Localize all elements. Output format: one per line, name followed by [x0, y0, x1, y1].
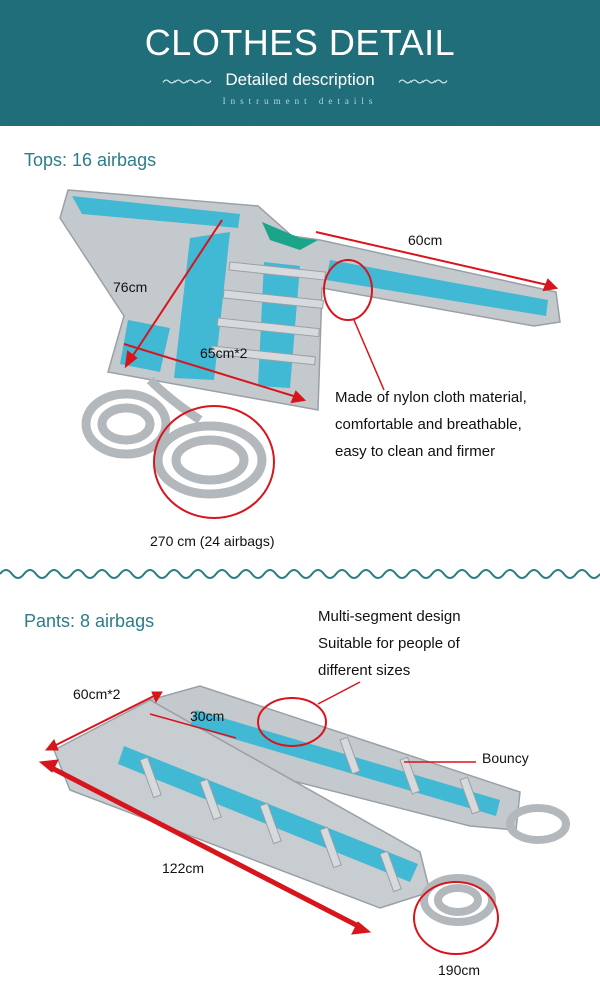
tops-material-note: Made of nylon cloth material, comfortabl… — [335, 384, 527, 465]
pants-length-label: 122cm — [162, 860, 205, 876]
note-line: different sizes — [318, 662, 411, 679]
pants-bouncy-label: Bouncy — [482, 750, 529, 766]
pants-segment-label: 30cm — [190, 708, 225, 724]
note-line: Multi-segment design — [318, 608, 461, 625]
tops-section-title: Tops: 16 airbags — [24, 150, 157, 170]
pants-section-title: Pants: 8 airbags — [24, 611, 155, 631]
tops-length-label: 76cm — [113, 279, 148, 295]
decorative-wave-left: 〜〜〜〜 — [162, 74, 212, 90]
pants-waist-label: 60cm*2 — [73, 686, 121, 702]
header-scallop-edge — [0, 110, 600, 125]
tops-width-label: 60cm — [408, 232, 443, 248]
page-title: CLOTHES DETAIL — [144, 22, 456, 63]
note-line: easy to clean and firmer — [335, 443, 496, 460]
page-subtitle: Detailed description — [225, 70, 375, 89]
decorative-wave-right: 〜〜〜〜 — [398, 74, 448, 90]
tops-chest-label: 65cm*2 — [200, 345, 248, 361]
note-line: Made of nylon cloth material, — [335, 389, 527, 406]
header-banner: CLOTHES DETAIL 〜〜〜〜 Detailed description… — [0, 0, 600, 126]
note-line: Suitable for people of — [318, 635, 460, 652]
tops-hose-label: 270 cm (24 airbags) — [150, 533, 275, 549]
pants-hose-label: 190cm — [438, 962, 481, 978]
note-line: comfortable and breathable, — [335, 416, 522, 433]
page-tagline: Instrument details — [222, 96, 378, 106]
pants-feature-note: Multi-segment design Suitable for people… — [318, 603, 461, 684]
